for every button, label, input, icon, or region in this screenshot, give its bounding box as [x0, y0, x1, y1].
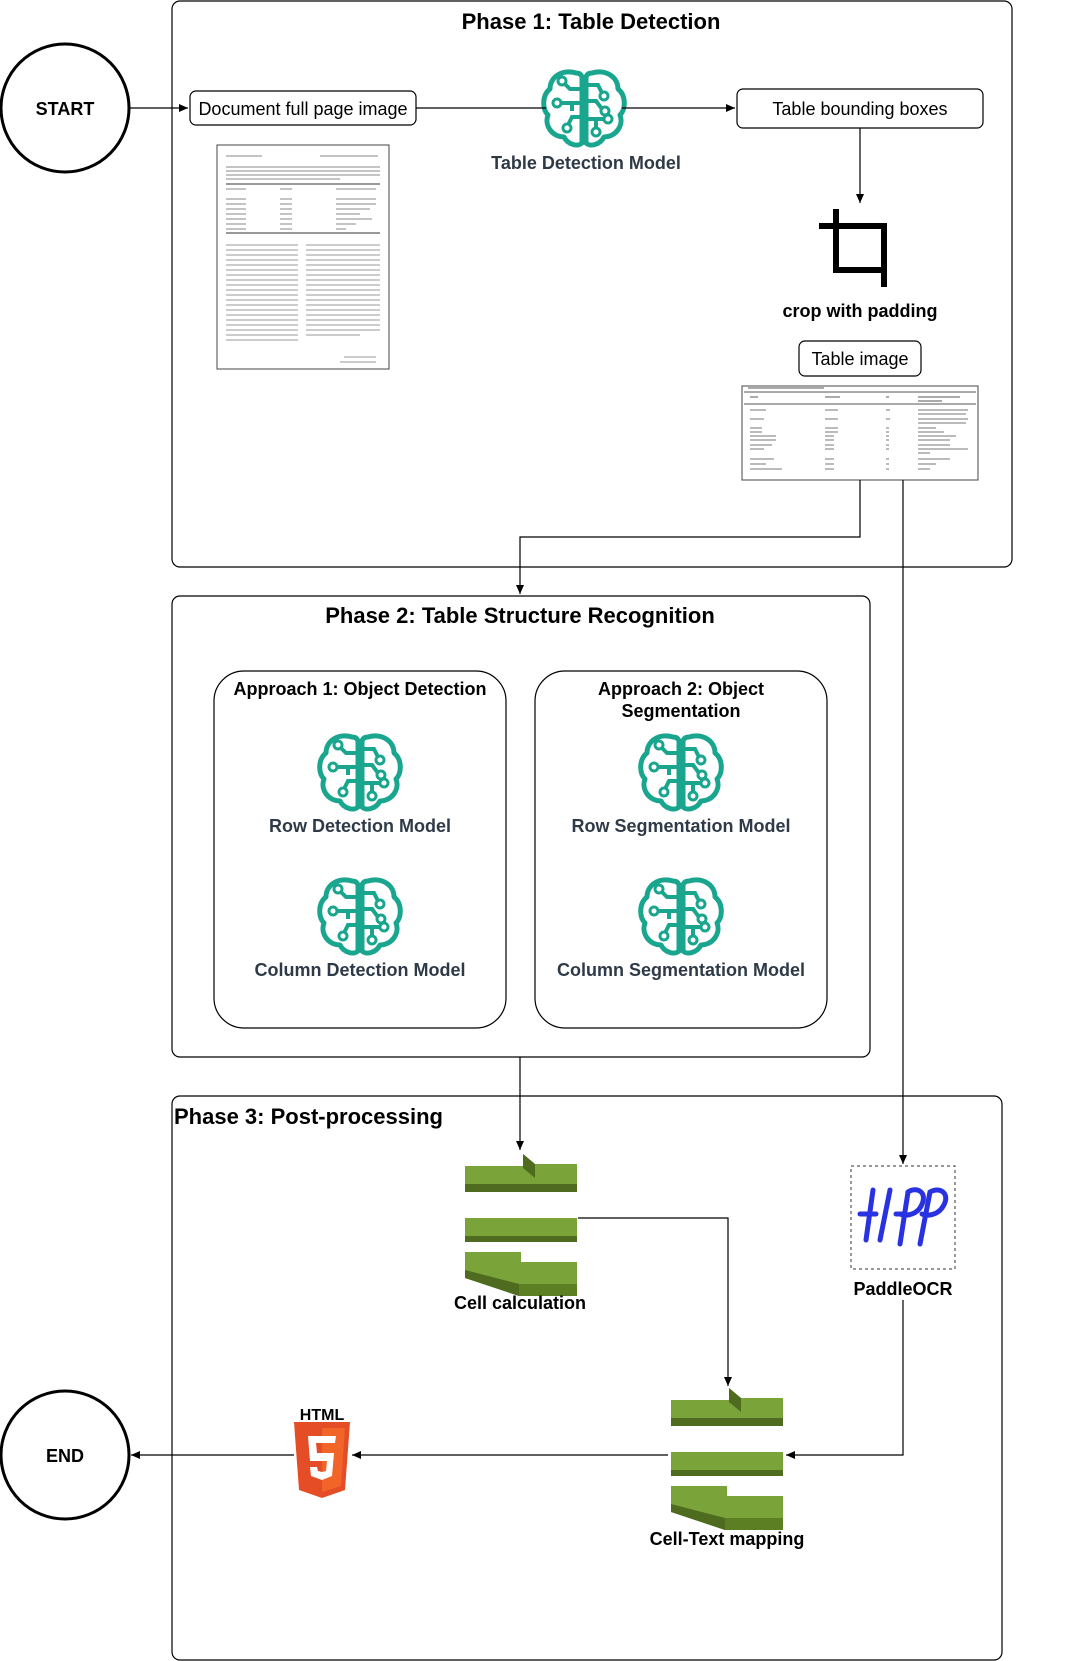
cell-calculation-label: Cell calculation	[454, 1293, 586, 1313]
end-label: END	[46, 1446, 84, 1466]
html5-icon	[294, 1422, 350, 1498]
paddleocr-label: PaddleOCR	[853, 1279, 952, 1299]
end-node	[0, 1389, 131, 1521]
html-label: HTML	[300, 1407, 345, 1424]
phase2-title: Phase 2: Table Structure Recognition	[325, 603, 715, 628]
approach2-title-line1: Approach 2: Object	[598, 679, 764, 699]
row-detection-label: Row Detection Model	[269, 816, 451, 836]
approach1-box	[213, 670, 507, 1029]
crop-icon	[819, 209, 887, 287]
table-thumbnail	[741, 385, 979, 481]
column-segmentation-label: Column Segmentation Model	[557, 960, 805, 980]
cell-text-mapping-label: Cell-Text mapping	[650, 1529, 805, 1549]
phase1-container	[171, 0, 1013, 568]
cell-calculation-icon	[465, 1154, 577, 1296]
row-segmentation-label: Row Segmentation Model	[571, 816, 790, 836]
start-label: START	[36, 99, 95, 119]
approach2-title-line2: Segmentation	[621, 701, 740, 721]
phase2-container	[171, 595, 871, 1058]
approach1-title: Approach 1: Object Detection	[233, 679, 486, 699]
phase3-title: Phase 3: Post-processing	[174, 1104, 443, 1129]
paddle-logo-icon	[850, 1165, 956, 1270]
column-detection-label: Column Detection Model	[255, 960, 466, 980]
column-detection-brain-icon	[320, 880, 401, 953]
table-image-label: Table image	[811, 349, 908, 369]
table-detection-brain-icon	[544, 72, 625, 145]
column-segmentation-brain-icon	[641, 880, 722, 953]
approach2-box	[534, 670, 828, 1029]
table-detection-model-label: Table Detection Model	[491, 153, 681, 173]
crop-label: crop with padding	[783, 301, 938, 321]
row-segmentation-brain-icon	[641, 736, 722, 809]
cell-text-mapping-icon	[671, 1388, 783, 1530]
row-detection-brain-icon	[320, 736, 401, 809]
phase1-title: Phase 1: Table Detection	[462, 9, 721, 34]
bbox-label: Table bounding boxes	[772, 99, 947, 119]
table-image-box	[798, 340, 922, 377]
phase3-container	[171, 1095, 1003, 1661]
document-thumbnail	[216, 144, 390, 370]
doc-image-label: Document full page image	[198, 99, 407, 119]
start-node	[0, 42, 131, 174]
